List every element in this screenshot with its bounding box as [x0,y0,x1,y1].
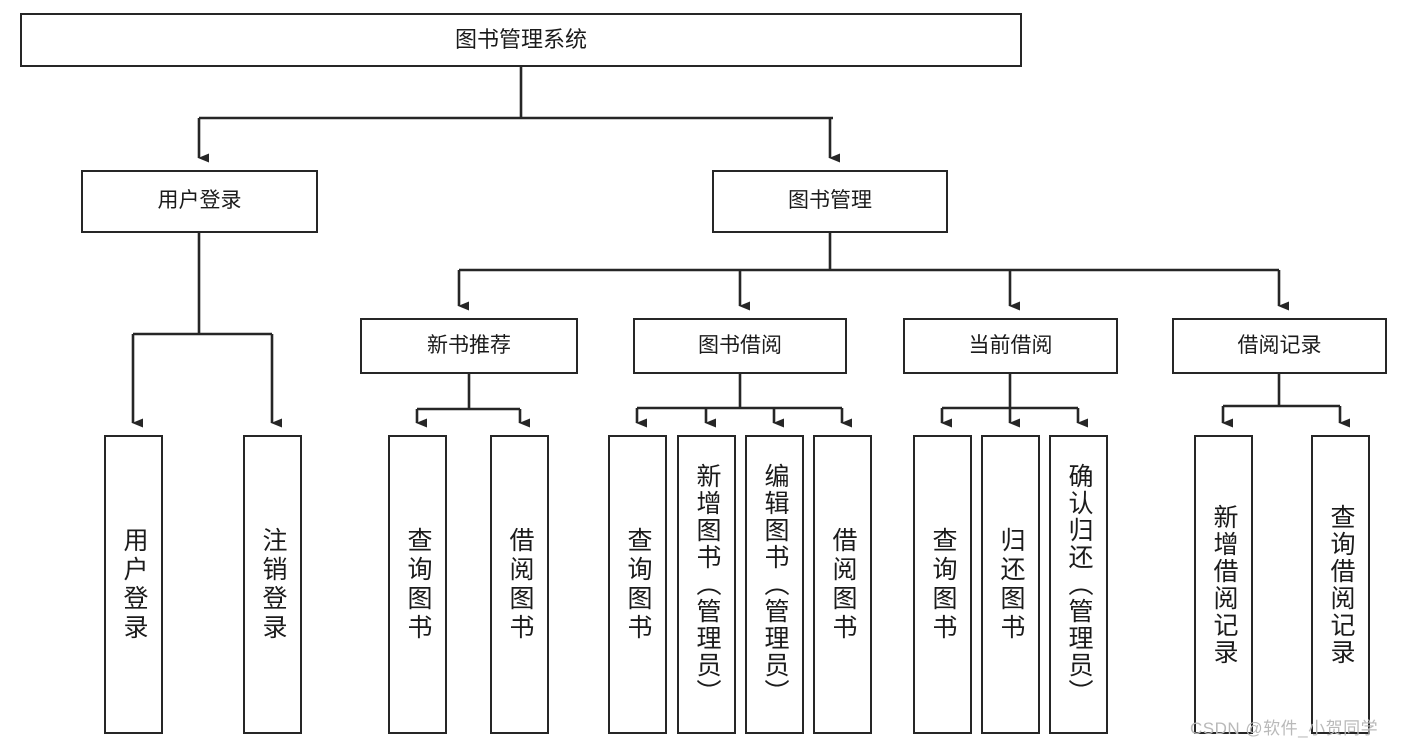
node-root-label: 图书管理系统 [454,27,587,53]
node-leaf-return-book[interactable]: 归还图书 [981,435,1040,734]
node-leaf-add-book-admin-label: 新增图书（管理员） [693,463,721,706]
node-leaf-query-borrow-record-label: 查询借阅记录 [1327,503,1355,666]
node-leaf-query-book-1[interactable]: 查询图书 [388,435,447,734]
node-leaf-query-book-1-label: 查询图书 [404,526,432,643]
node-leaf-return-book-label: 归还图书 [997,526,1025,643]
node-leaf-borrow-book-1[interactable]: 借阅图书 [490,435,549,734]
node-leaf-query-book-3-label: 查询图书 [929,526,957,643]
node-leaf-borrow-book-1-label: 借阅图书 [506,526,534,643]
node-leaf-query-book-2[interactable]: 查询图书 [608,435,667,734]
node-new-book-recommend-label: 新书推荐 [427,333,511,357]
node-leaf-add-borrow-record-label: 新增借阅记录 [1210,503,1238,666]
node-leaf-edit-book-admin[interactable]: 编辑图书（管理员） [745,435,804,734]
csdn-watermark: CSDN @软件_小贺同学 [1190,719,1379,738]
node-leaf-add-borrow-record[interactable]: 新增借阅记录 [1194,435,1253,734]
node-leaf-confirm-return-admin-label: 确认归还（管理员） [1065,463,1093,706]
node-borrow-record[interactable]: 借阅记录 [1172,318,1387,374]
node-book-manage[interactable]: 图书管理 [712,170,948,233]
node-leaf-query-book-2-label: 查询图书 [624,526,652,643]
node-book-borrow-label: 图书借阅 [698,333,782,357]
node-current-borrow-label: 当前借阅 [968,333,1053,357]
node-leaf-add-book-admin[interactable]: 新增图书（管理员） [677,435,736,734]
node-leaf-borrow-book-2[interactable]: 借阅图书 [813,435,872,734]
node-leaf-user-login-label: 用户登录 [120,526,148,643]
node-new-book-recommend[interactable]: 新书推荐 [360,318,578,374]
node-root[interactable]: 图书管理系统 [20,13,1022,67]
node-leaf-query-borrow-record[interactable]: 查询借阅记录 [1311,435,1370,734]
node-user-login-label: 用户登录 [157,189,242,213]
node-user-login[interactable]: 用户登录 [81,170,318,233]
node-leaf-edit-book-admin-label: 编辑图书（管理员） [761,463,789,706]
node-leaf-query-book-3[interactable]: 查询图书 [913,435,972,734]
node-borrow-record-label: 借阅记录 [1237,333,1322,357]
node-leaf-user-logout-label: 注销登录 [259,526,287,643]
node-book-borrow[interactable]: 图书借阅 [633,318,847,374]
node-book-manage-label: 图书管理 [788,189,872,213]
node-leaf-user-login[interactable]: 用户登录 [104,435,163,734]
node-leaf-user-logout[interactable]: 注销登录 [243,435,302,734]
node-leaf-borrow-book-2-label: 借阅图书 [829,526,857,643]
node-leaf-confirm-return-admin[interactable]: 确认归还（管理员） [1049,435,1108,734]
node-current-borrow[interactable]: 当前借阅 [903,318,1118,374]
